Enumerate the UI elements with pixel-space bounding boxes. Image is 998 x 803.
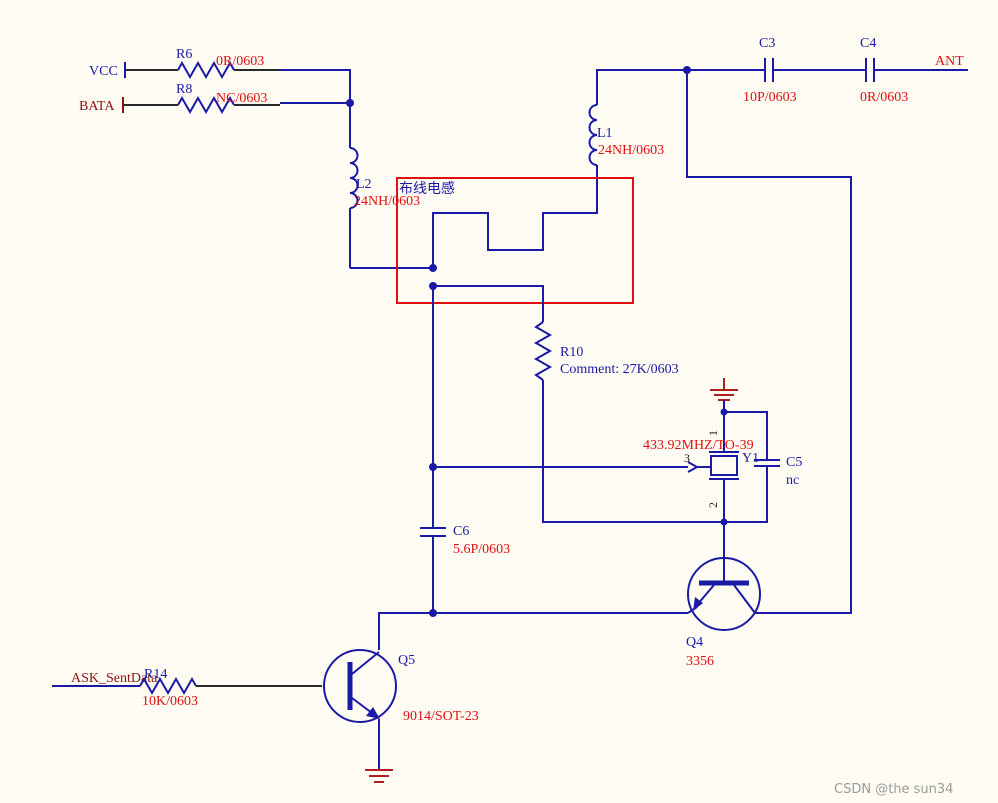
c4-value: 0R/0603 [860,90,908,105]
y1-value: 433.92MHZ/TO-39 [643,438,754,453]
c5-value: nc [786,473,799,488]
r8-value: NC/0603 [216,91,267,106]
r6-designator: R6 [176,47,192,62]
resistor-r6: R6 0R/0603 [125,47,280,80]
q4-designator: Q4 [686,635,703,650]
ground-symbol-bottom [365,769,393,783]
ant-port-label: ANT [935,54,964,69]
q4-value: 3356 [686,654,714,669]
vcc-port: VCC [89,62,126,79]
bata-port: BATA [79,97,124,114]
bata-port-label: BATA [79,99,115,114]
q5-designator: Q5 [398,653,415,668]
ask-sentdata-port: ASK_SentData [52,671,158,687]
capacitor-c6: C6 5.6P/0603 [420,524,510,613]
ask-port-label: ASK_SentData [71,671,158,686]
routing-inductor-label: 布线电感 [399,180,455,197]
y1-designator: Y1 [742,451,759,466]
r14-value: 10K/0603 [142,694,198,709]
l2-value: 24NH/0603 [354,194,420,209]
transistor-q5: Q5 9014/SOT-23 [323,649,479,770]
c6-designator: C6 [453,524,469,539]
vcc-port-label: VCC [89,64,118,79]
capacitor-c3: C3 10P/0603 [687,36,866,105]
r8-designator: R8 [176,82,192,97]
y1-pin2-label: 2 [706,502,720,508]
l2-designator: L2 [356,177,372,192]
l1-value: 24NH/0603 [598,143,664,158]
c3-value: 10P/0603 [743,90,797,105]
capacitor-c5: C5 nc [724,411,802,523]
routing-inductor-box: 布线电感 [396,177,634,304]
transistor-q4: Q4 3356 [686,557,761,669]
r6-value: 0R/0603 [216,54,264,69]
r14-designator: R14 [144,667,167,682]
r10-value: Comment: 27K/0603 [560,362,679,377]
resistor-r8: R8 NC/0603 [123,82,280,115]
ground-symbol-top [710,378,738,412]
inductor-l1: L1 24NH/0603 [588,69,687,177]
q5-value: 9014/SOT-23 [403,709,479,724]
y1-pin1-label: 1 [706,430,720,436]
l1-designator: L1 [597,126,613,141]
resistor-r10: R10 Comment: 27K/0603 [433,285,724,523]
wire-r6-node [280,69,351,103]
c3-designator: C3 [759,36,775,51]
watermark: CSDN @the sun34 [834,782,953,797]
crystal-y1: 433.92MHZ/TO-39 Y1 1 2 3 [643,412,759,522]
c4-designator: C4 [860,36,876,51]
resistor-r14: R14 10K/0603 [139,667,322,709]
wire-ant-q4 [686,70,852,614]
routing-inductor-trace [432,177,598,268]
c6-value: 5.6P/0603 [453,542,510,557]
inductor-l2: L2 24NH/0603 [349,103,420,268]
c5-designator: C5 [786,455,802,470]
r10-designator: R10 [560,345,583,360]
y1-pin3-label: 3 [684,451,690,465]
wire-q5-q4 [378,612,688,650]
capacitor-c4: C4 0R/0603 [860,36,968,105]
